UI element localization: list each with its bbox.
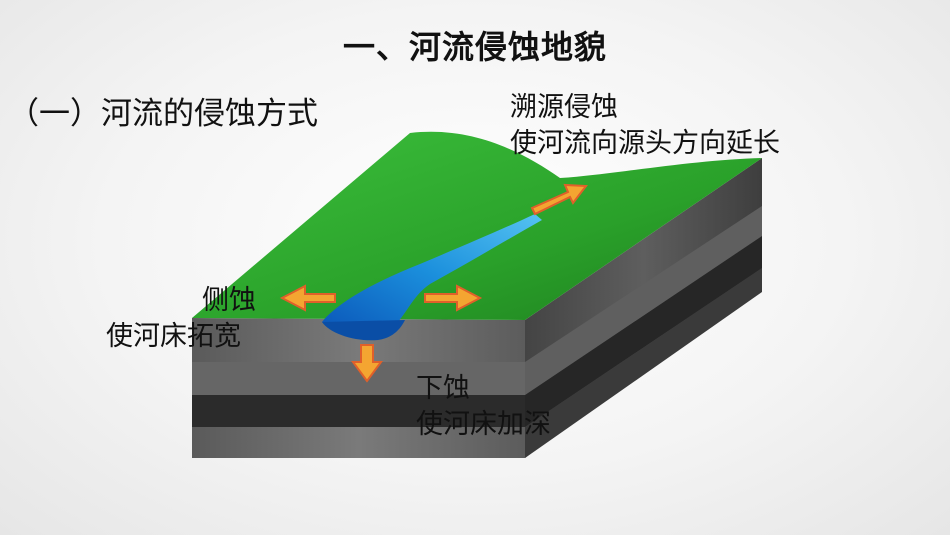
rock-stratum-dark (192, 395, 525, 427)
headward-erosion-label: 溯源侵蚀 使河流向源头方向延长 (510, 90, 780, 162)
downward-erosion-name: 下蚀 (416, 373, 470, 404)
side-stratum-light (525, 206, 762, 395)
lateral-erosion-arrow-left (279, 284, 336, 312)
slide-title: 一、河流侵蚀地貌 (342, 28, 607, 66)
lateral-erosion-label: 侧蚀 使河床拓宽 (106, 283, 256, 355)
lateral-erosion-effect: 使河床拓宽 (106, 321, 241, 352)
downward-erosion-arrow (351, 344, 383, 383)
headward-erosion-name: 溯源侵蚀 (510, 92, 618, 123)
downward-erosion-effect: 使河床加深 (416, 409, 551, 440)
lateral-erosion-name: 侧蚀 (202, 285, 256, 316)
side-stratum-shade (525, 268, 762, 458)
headward-erosion-arrow (530, 183, 588, 216)
section-heading: （一）河流的侵蚀方式 (8, 96, 318, 132)
lateral-erosion-arrow-right (424, 284, 483, 312)
river-cross-section (322, 320, 405, 341)
river-channel (322, 214, 542, 335)
headward-erosion-effect: 使河流向源头方向延长 (510, 128, 780, 159)
side-stratum-dark (525, 236, 762, 427)
ground-surface (192, 131, 762, 320)
downward-erosion-label: 下蚀 使河床加深 (416, 371, 551, 443)
